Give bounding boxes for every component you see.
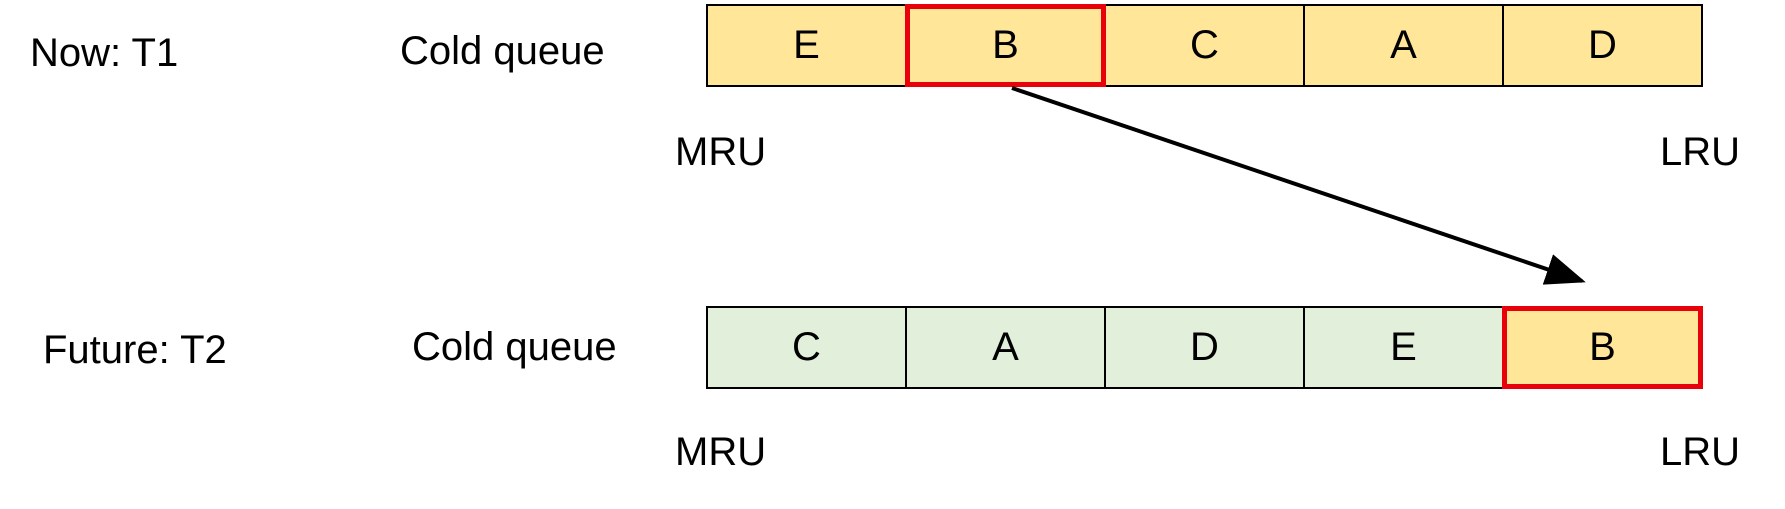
cold-queue-future: C A D E B <box>706 306 1703 389</box>
queue-cell: A <box>907 308 1106 387</box>
queue-label-future: Cold queue <box>412 325 617 369</box>
queue-cell: E <box>708 6 907 85</box>
queue-cell: C <box>1106 6 1305 85</box>
arrow-line <box>1011 86 1586 285</box>
queue-cell: A <box>1305 6 1504 85</box>
mru-label-now: MRU <box>675 130 767 174</box>
time-label-future: Future: T2 <box>43 328 227 372</box>
lru-label-now: LRU <box>1660 130 1741 174</box>
mru-label-future: MRU <box>675 430 767 474</box>
queue-cell: E <box>1305 308 1504 387</box>
queue-label-now: Cold queue <box>400 29 605 73</box>
queue-cell-highlighted: B <box>905 4 1106 87</box>
queue-cell-highlighted: B <box>1502 306 1703 389</box>
cold-queue-now: E B C A D <box>706 4 1703 87</box>
lru-label-future: LRU <box>1660 430 1741 474</box>
queue-cell: C <box>708 308 907 387</box>
queue-cell: D <box>1504 6 1701 85</box>
queue-cell: D <box>1106 308 1305 387</box>
time-label-now: Now: T1 <box>30 31 179 75</box>
